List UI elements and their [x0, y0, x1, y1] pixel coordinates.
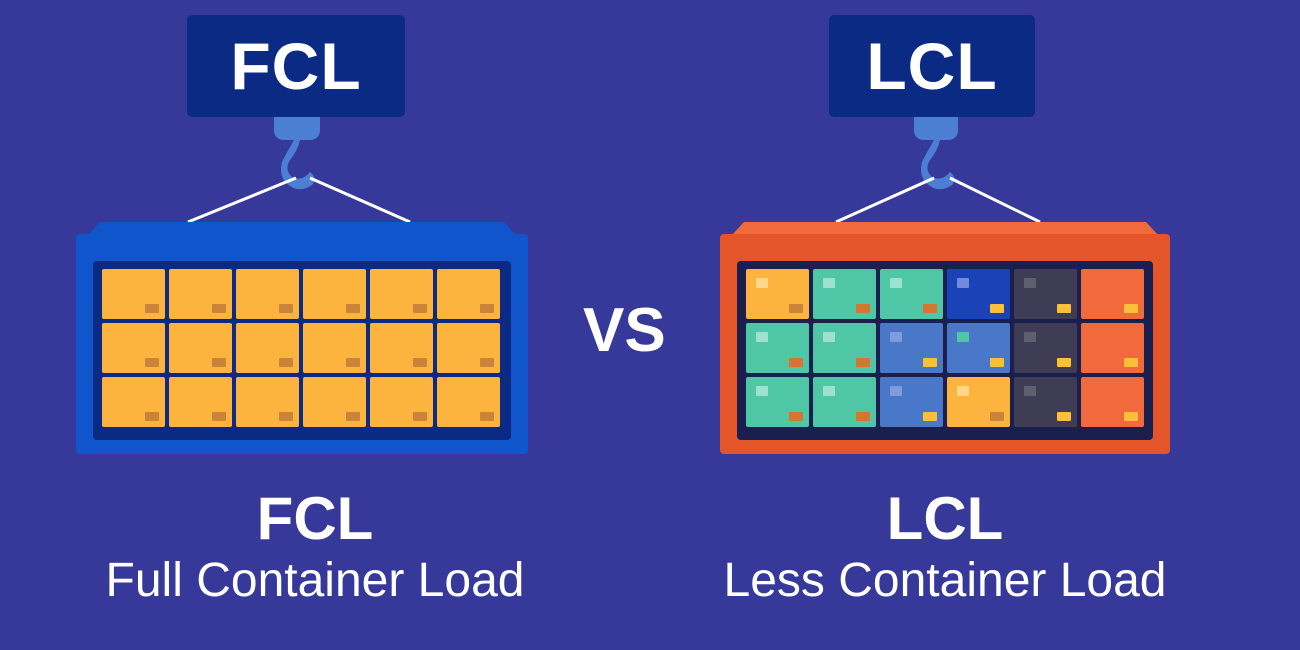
cargo-box	[303, 323, 366, 373]
cargo-box	[1081, 377, 1144, 427]
cargo-box	[169, 377, 232, 427]
fcl-container	[76, 222, 528, 454]
cargo-box	[1081, 323, 1144, 373]
cargo-box	[1014, 323, 1077, 373]
cargo-box	[813, 323, 876, 373]
cargo-box	[437, 377, 500, 427]
cargo-box	[102, 323, 165, 373]
cargo-box	[1014, 377, 1077, 427]
cargo-box	[303, 377, 366, 427]
cargo-box	[236, 377, 299, 427]
fcl-subtitle: Full Container Load	[105, 554, 525, 607]
cargo-box	[947, 323, 1010, 373]
cargo-box	[236, 269, 299, 319]
cargo-box	[370, 323, 433, 373]
lcl-caption: LCL Less Container Load	[690, 485, 1200, 609]
cargo-box	[880, 269, 943, 319]
cargo-box	[236, 323, 299, 373]
lcl-container	[720, 222, 1170, 454]
cargo-box	[169, 269, 232, 319]
cargo-box	[746, 377, 809, 427]
vs-label: VS	[583, 296, 666, 365]
fcl-cargo-grid	[102, 269, 500, 427]
fcl-badge: FCL	[187, 15, 405, 117]
cargo-box	[437, 269, 500, 319]
cargo-box	[370, 377, 433, 427]
lcl-container-interior	[737, 261, 1153, 440]
fcl-container-interior	[93, 261, 511, 440]
cargo-box	[102, 269, 165, 319]
cargo-box	[437, 323, 500, 373]
cargo-box	[880, 377, 943, 427]
lcl-subtitle: Less Container Load	[723, 554, 1167, 607]
cargo-box	[813, 269, 876, 319]
cargo-box	[880, 323, 943, 373]
cargo-box	[746, 269, 809, 319]
cargo-box	[169, 323, 232, 373]
fcl-crane-hook-icon	[187, 117, 1041, 224]
cargo-box	[746, 323, 809, 373]
fcl-caption: FCL Full Container Load	[60, 485, 570, 609]
fcl-title: FCL	[256, 485, 374, 552]
cargo-box	[947, 377, 1010, 427]
cargo-box	[370, 269, 433, 319]
lcl-badge: LCL	[829, 15, 1035, 117]
cargo-box	[1081, 269, 1144, 319]
cargo-box	[947, 269, 1010, 319]
cargo-box	[1014, 269, 1077, 319]
cargo-box	[303, 269, 366, 319]
lcl-cargo-grid	[746, 269, 1144, 427]
lcl-title: LCL	[886, 485, 1004, 552]
cargo-box	[813, 377, 876, 427]
cargo-box	[102, 377, 165, 427]
